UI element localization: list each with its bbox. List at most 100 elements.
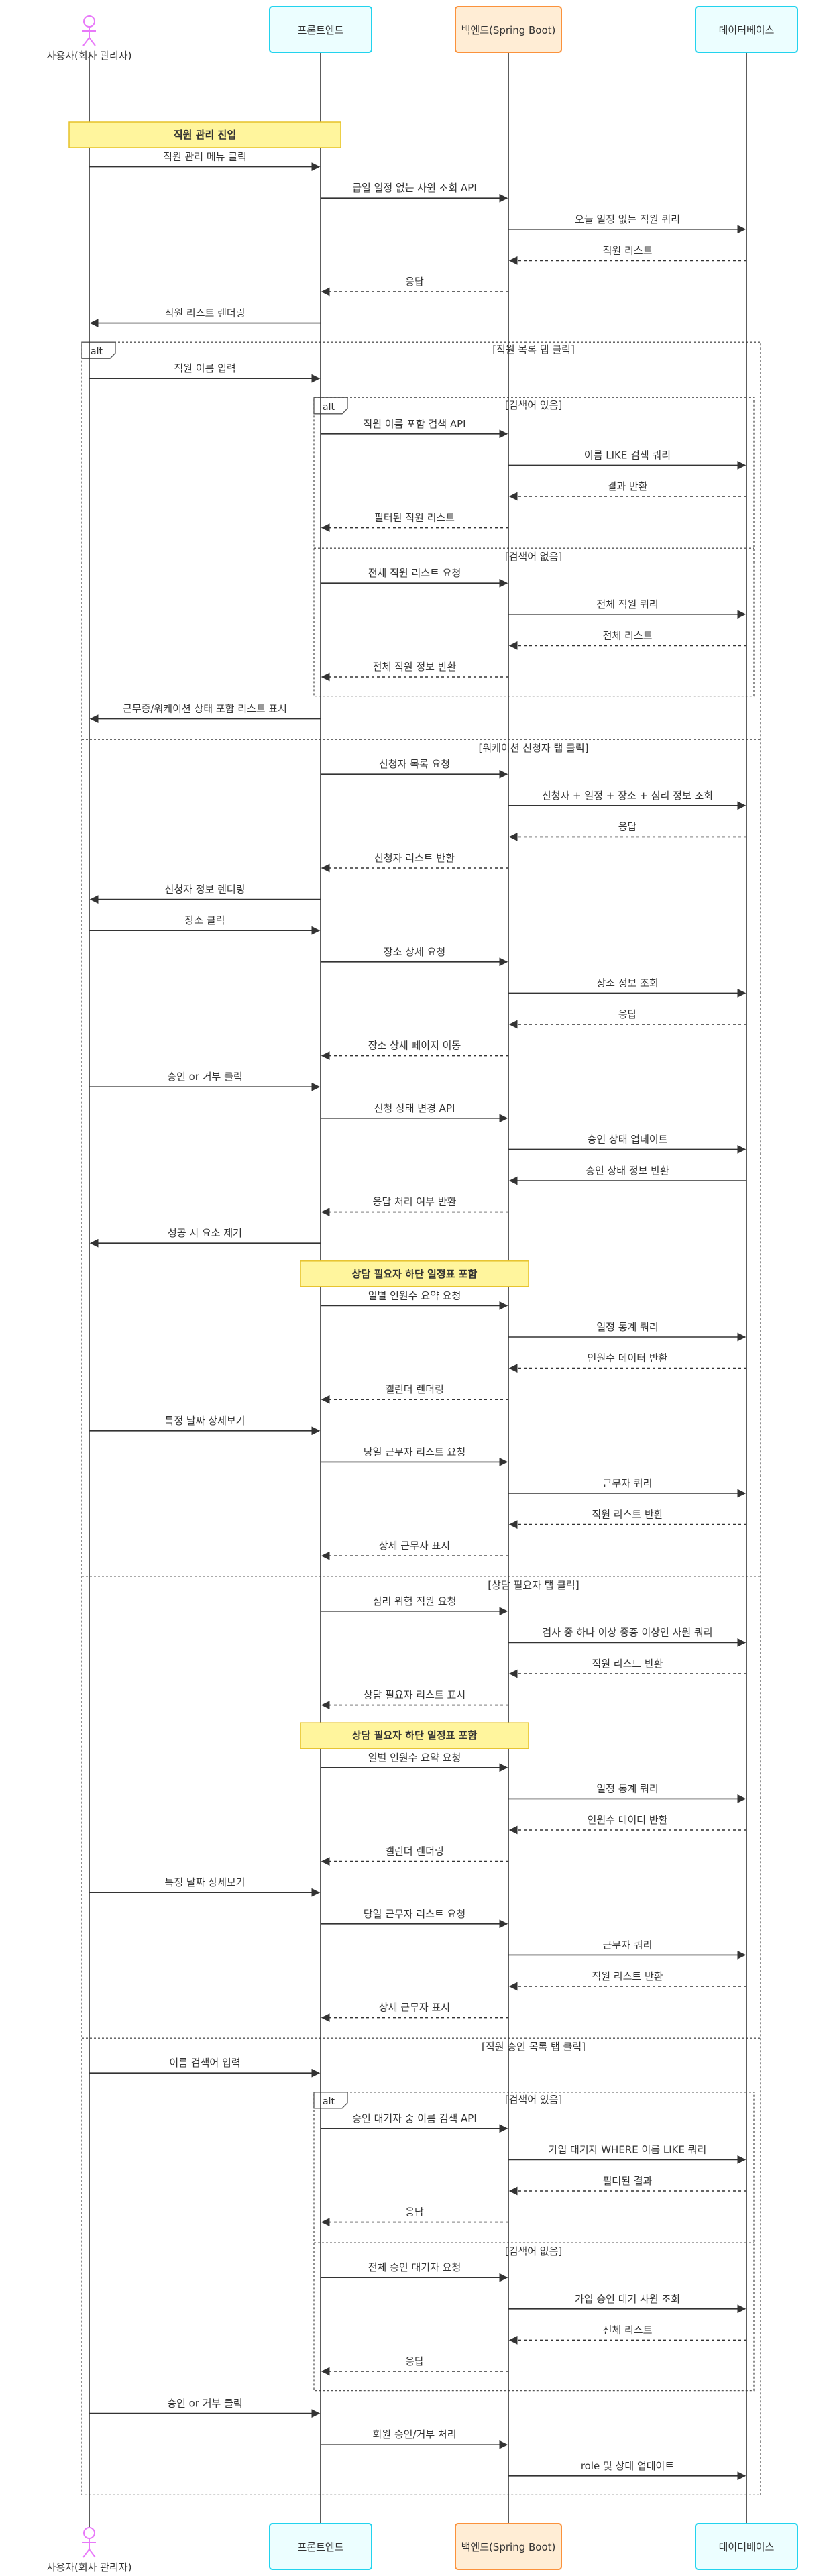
message-label: 당일 근무자 리스트 요청 bbox=[364, 1446, 465, 1458]
message-label: 승인 or 거부 클릭 bbox=[167, 1071, 242, 1083]
message-label: 필터된 결과 bbox=[603, 2175, 653, 2187]
message-label: 캘린더 렌더링 bbox=[385, 1383, 444, 1395]
message-label: 승인 상태 업데이트 bbox=[588, 1133, 668, 1145]
message-label: 근무중/워케이션 상태 포함 리스트 표시 bbox=[123, 703, 287, 715]
message-label: 전체 리스트 bbox=[603, 629, 653, 641]
actor-leg-icon bbox=[82, 37, 90, 46]
else-condition: [워케이션 신청자 탭 클릭] bbox=[478, 742, 588, 754]
message-label: 승인 or 거부 클릭 bbox=[167, 2398, 242, 2410]
message-label: 심리 위험 직원 요청 bbox=[373, 1595, 457, 1607]
message-label: 직원 관리 메뉴 클릭 bbox=[163, 151, 247, 163]
actor-leg-icon bbox=[82, 2548, 90, 2558]
message-label: 검사 중 하나 이상 중증 이상인 사원 쿼리 bbox=[542, 1626, 712, 1638]
actor-label: 사용자(회사 관리자) bbox=[47, 50, 132, 62]
participant-label: 프론트엔드 bbox=[297, 24, 343, 36]
note-box bbox=[68, 121, 341, 148]
message-label: 일정 통계 쿼리 bbox=[596, 1782, 658, 1794]
message-label: 인원수 데이터 반환 bbox=[588, 1352, 668, 1364]
message-label: 직원 리스트 bbox=[603, 244, 653, 256]
else-condition: [직원 승인 목록 탭 클릭] bbox=[482, 2041, 586, 2053]
participant-label: 데이터베이스 bbox=[719, 24, 775, 36]
note-label: 상담 필요자 하단 일정표 포함 bbox=[352, 1729, 478, 1741]
message-label: 승인 대기자 중 이름 검색 API bbox=[352, 2112, 477, 2125]
message-label: 가입 대기자 WHERE 이름 LIKE 쿼리 bbox=[549, 2143, 707, 2155]
message-label: 직원 리스트 반환 bbox=[592, 1509, 663, 1521]
note-box bbox=[300, 1722, 529, 1749]
message-label: 특정 날짜 상세보기 bbox=[165, 1876, 245, 1888]
message-label: 장소 클릭 bbox=[185, 914, 225, 926]
message-label: 결과 반환 bbox=[608, 480, 648, 492]
message-label: 직원 리스트 반환 bbox=[592, 1658, 663, 1670]
participant-box bbox=[695, 6, 798, 53]
message-label: role 및 상태 업데이트 bbox=[581, 2460, 675, 2472]
message-label: 급일 일정 없는 사원 조회 API bbox=[352, 182, 477, 194]
actor-user: 사용자(회사 관리자) bbox=[47, 2527, 131, 2573]
message-label: 신청자 + 일정 + 장소 + 심리 정보 조회 bbox=[542, 790, 713, 802]
message-label: 응답 bbox=[405, 276, 424, 288]
message-label: 전체 직원 정보 반환 bbox=[373, 661, 457, 673]
message-label: 이름 검색어 입력 bbox=[169, 2057, 240, 2069]
message-label: 가입 승인 대기 사원 조회 bbox=[575, 2293, 680, 2305]
participant-b: 백엔드(Spring Boot) bbox=[455, 6, 562, 53]
message-label: 응답 bbox=[618, 1008, 637, 1020]
actor-head-icon bbox=[83, 2527, 95, 2539]
actor-user: 사용자(회사 관리자) bbox=[47, 15, 132, 62]
participant-box bbox=[269, 6, 372, 53]
participant-d: 데이터베이스 bbox=[695, 2523, 798, 2570]
else-condition: [검색어 없음] bbox=[505, 2245, 562, 2257]
alt-frame bbox=[313, 2092, 755, 2392]
note-label: 상담 필요자 하단 일정표 포함 bbox=[352, 1268, 478, 1280]
else-condition: [상담 필요자 탭 클릭] bbox=[488, 1579, 579, 1591]
alt-condition: [검색어 있음] bbox=[505, 2094, 562, 2106]
alt-label-tab bbox=[313, 2092, 348, 2109]
message-label: 근무자 쿼리 bbox=[603, 1939, 653, 1951]
alt-keyword: alt bbox=[323, 2096, 335, 2107]
message-label: 상담 필요자 리스트 표시 bbox=[364, 1689, 465, 1701]
message-label: 일정 통계 쿼리 bbox=[596, 1321, 658, 1333]
alt-condition: [직원 목록 탭 클릭] bbox=[492, 343, 575, 356]
alt-frame bbox=[313, 397, 755, 697]
message-label: 장소 상세 페이지 이동 bbox=[368, 1040, 461, 1052]
message-label: 성공 시 요소 제거 bbox=[168, 1227, 242, 1239]
frame-layer: [직원 목록 탭 클릭] [검색어 있음] [검색어 없음] alt [워케이션 신청자… bbox=[81, 341, 761, 2496]
message-label: 상세 근무자 표시 bbox=[379, 1540, 450, 1552]
message-label: 직원 이름 입력 bbox=[174, 362, 235, 374]
message-label: 오늘 일정 없는 직원 쿼리 bbox=[575, 213, 680, 225]
message-label: 응답 bbox=[405, 2206, 424, 2218]
message-label: 근무자 쿼리 bbox=[603, 1477, 653, 1489]
message-label: 이름 LIKE 검색 쿼리 bbox=[584, 449, 671, 461]
message-label: 응답 처리 여부 반환 bbox=[373, 1196, 457, 1208]
alt-frame bbox=[81, 341, 761, 2496]
note-box bbox=[300, 1260, 529, 1287]
message-label: 필터된 직원 리스트 bbox=[374, 512, 455, 524]
message-label: 신청자 정보 렌더링 bbox=[165, 883, 245, 896]
actor-head-icon bbox=[83, 15, 95, 28]
message-label: 일별 인원수 요약 요청 bbox=[368, 1289, 461, 1301]
message-label: 특정 날짜 상세보기 bbox=[165, 1415, 245, 1427]
participant-label: 프론트엔드 bbox=[297, 2541, 343, 2553]
participant-box bbox=[455, 6, 562, 53]
participant-box bbox=[269, 2523, 372, 2570]
else-condition: [검색어 없음] bbox=[505, 551, 562, 563]
message-label: 전체 직원 쿼리 bbox=[596, 598, 658, 610]
actor-leg-icon bbox=[89, 2548, 96, 2558]
message-label: 인원수 데이터 반환 bbox=[588, 1814, 668, 1826]
message-label: 응답 bbox=[618, 820, 637, 833]
message-label: 응답 bbox=[405, 2355, 424, 2367]
message-label: 상세 근무자 표시 bbox=[379, 2002, 450, 2014]
message-label: 직원 리스트 반환 bbox=[592, 1970, 663, 1982]
message-label: 전체 승인 대기자 요청 bbox=[368, 2261, 461, 2273]
note-label: 직원 관리 진입 bbox=[174, 129, 236, 141]
alt-keyword: alt bbox=[91, 346, 103, 357]
actor-leg-icon bbox=[89, 37, 96, 46]
participant-label: 데이터베이스 bbox=[719, 2541, 775, 2553]
participant-box bbox=[695, 2523, 798, 2570]
message-label: 승인 상태 정보 반환 bbox=[586, 1165, 669, 1177]
participant-layer: 사용자(회사 관리자)사용자(회사 관리자)프론트엔드프론트엔드백엔드(Spri… bbox=[47, 6, 798, 2573]
message-label: 장소 상세 요청 bbox=[384, 946, 445, 958]
message-label: 직원 리스트 렌더링 bbox=[165, 307, 245, 319]
message-label: 당일 근무자 리스트 요청 bbox=[364, 1908, 465, 1920]
message-label: 회원 승인/거부 처리 bbox=[373, 2428, 457, 2440]
